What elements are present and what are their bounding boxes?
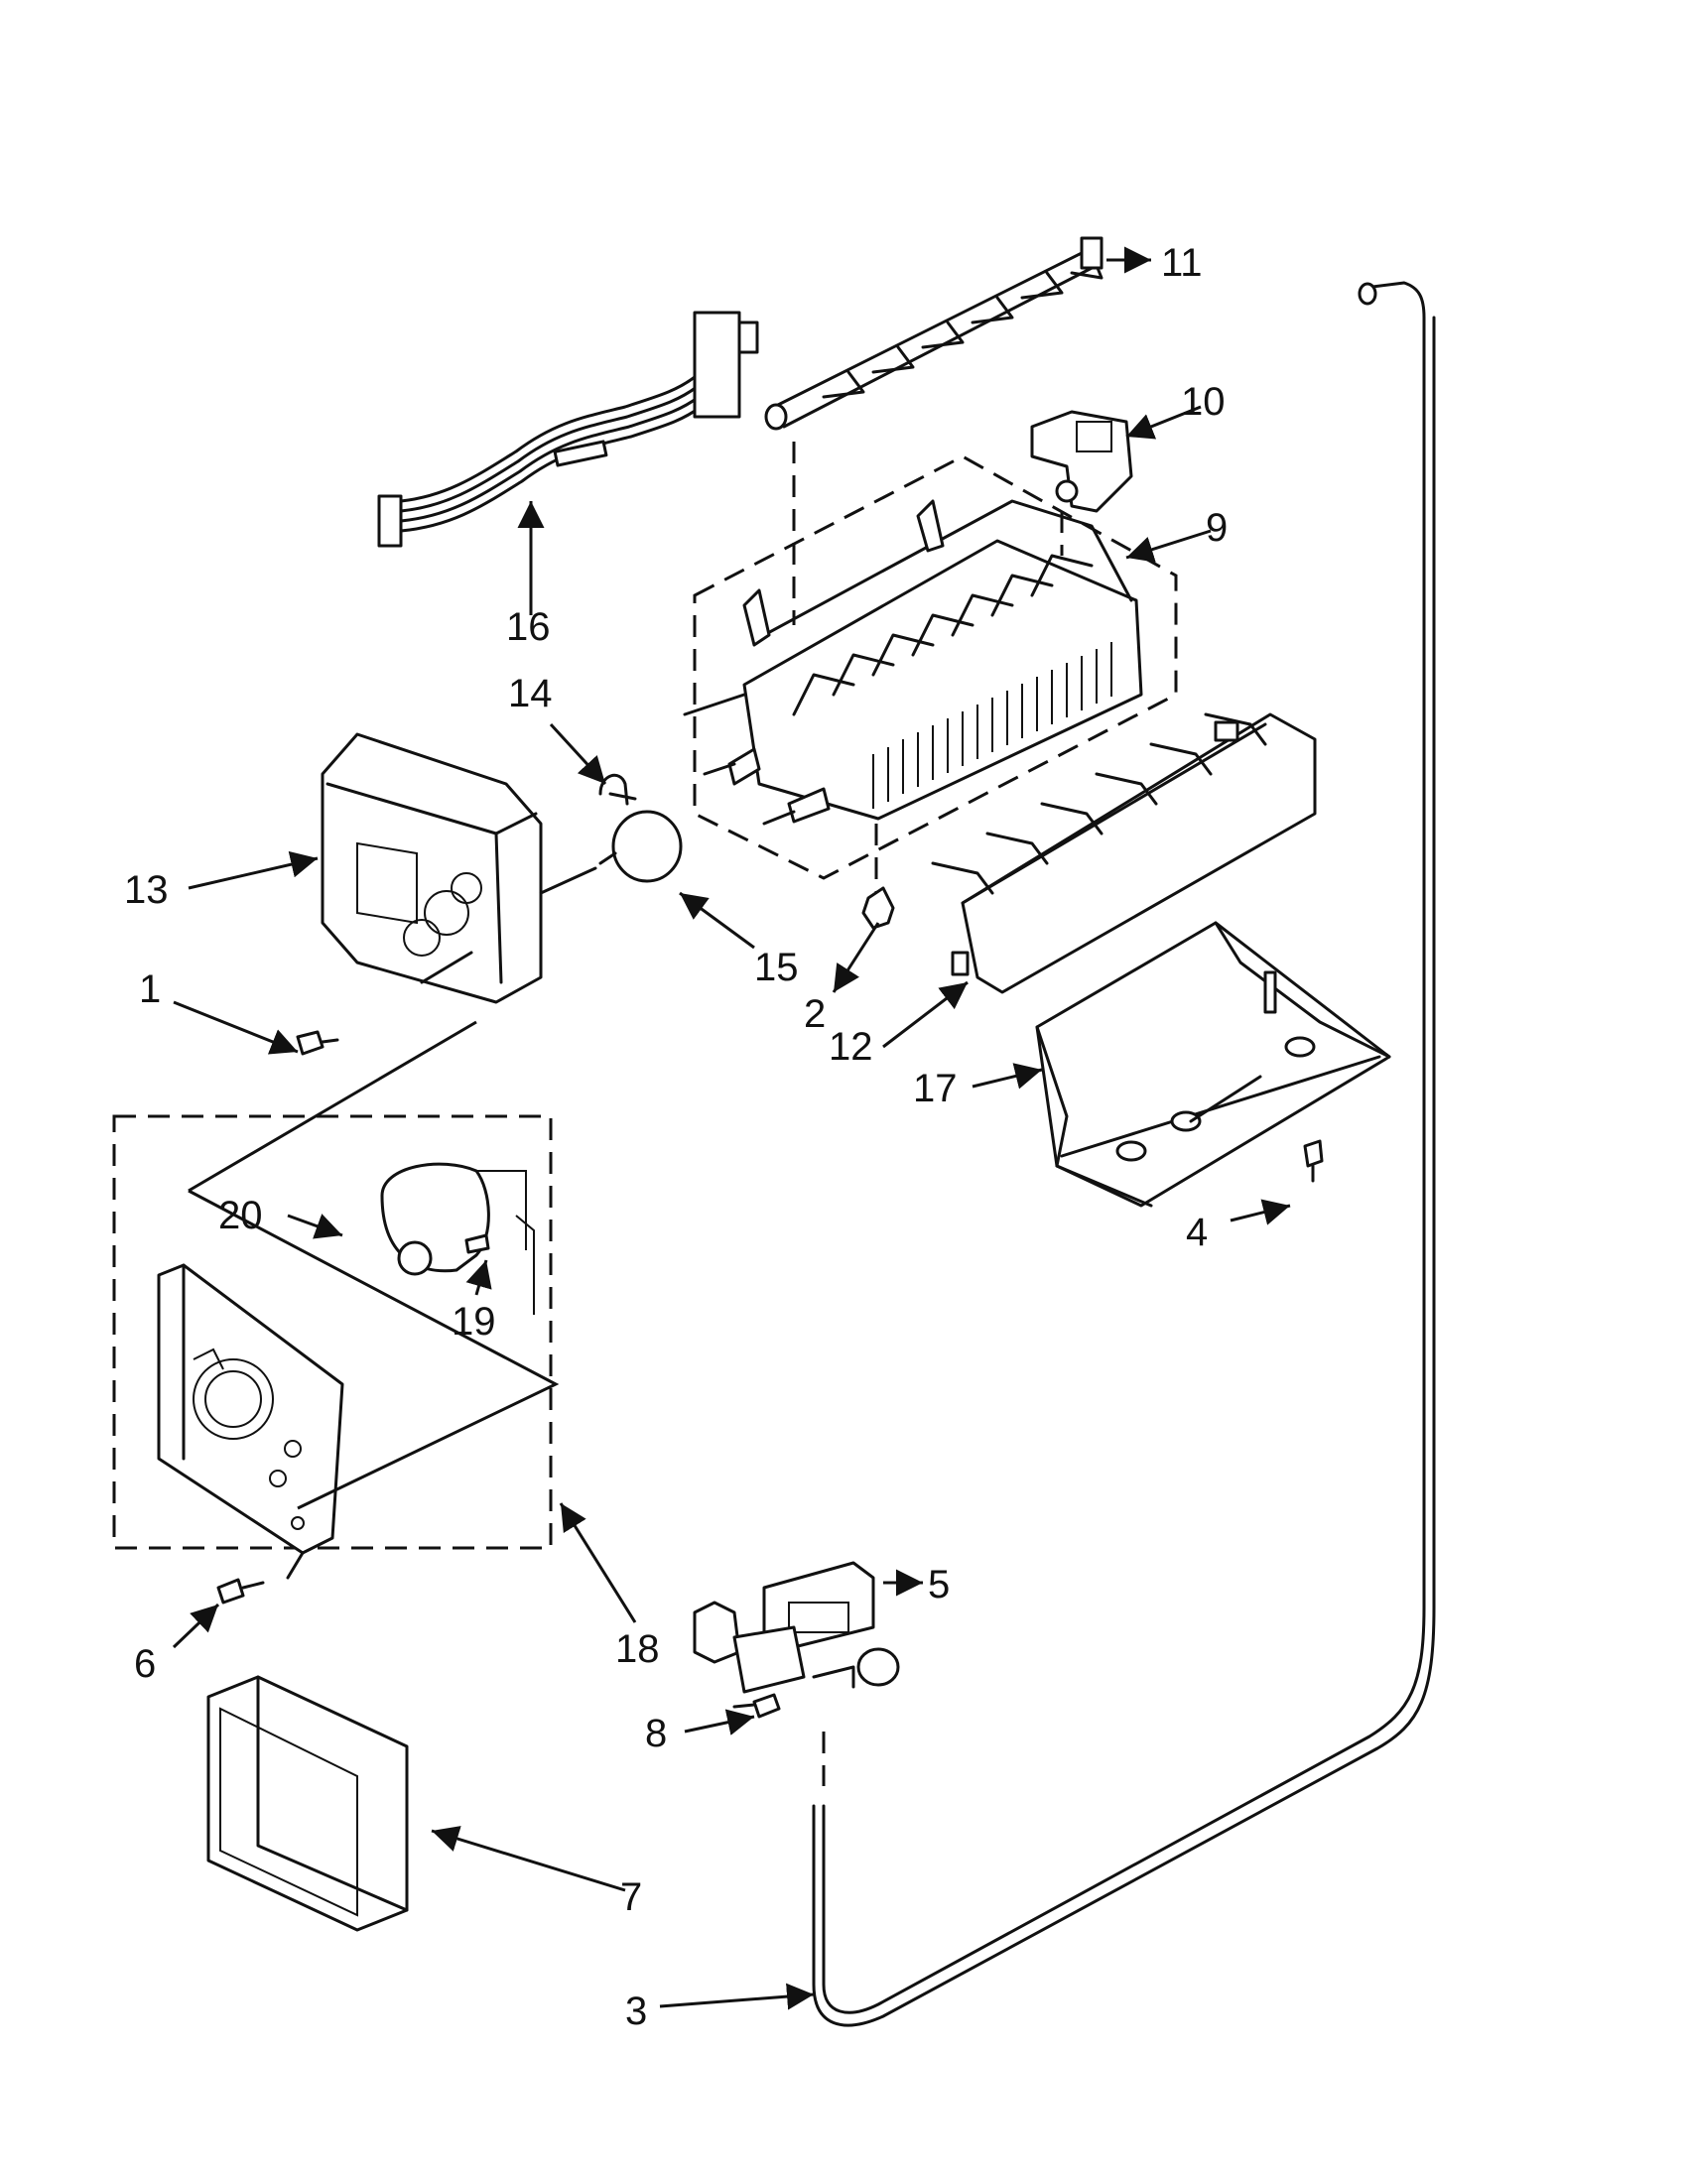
- callout-5: 5: [928, 1563, 950, 1606]
- callout-2: 2: [804, 992, 826, 1036]
- callout-19: 19: [452, 1300, 496, 1344]
- callout-7: 7: [620, 1875, 642, 1919]
- spring-clip-part: [598, 773, 637, 806]
- motor-part: [380, 1162, 535, 1315]
- pin-part: [464, 1233, 490, 1254]
- leader-lines: [172, 246, 1291, 2010]
- callout-20: 20: [218, 1194, 263, 1237]
- callout-1: 1: [139, 967, 161, 1011]
- callout-15: 15: [754, 946, 799, 989]
- callout-8: 8: [645, 1712, 667, 1755]
- mold-and-heater-part: [683, 454, 1178, 880]
- callout-6: 6: [134, 1642, 156, 1686]
- callout-12: 12: [829, 1025, 873, 1069]
- water-tube-part: [812, 281, 1436, 2027]
- screw-part-1: [296, 1030, 339, 1056]
- module-assembly-part: [112, 1114, 553, 1580]
- callout-10: 10: [1181, 380, 1226, 424]
- ice-bin-bracket-part: [1035, 921, 1391, 1208]
- assembly-line: [188, 1020, 477, 1193]
- callout-9: 9: [1206, 506, 1228, 550]
- water-valve-part: [693, 1561, 900, 1694]
- assembly-line: [188, 1189, 560, 1510]
- ice-stripper-part: [931, 712, 1317, 994]
- callout-numbers: 1 2 3 4 5 6 7 8 9 10 11 12 13 14 15 16 1…: [124, 241, 1228, 2033]
- wire-harness-part: [377, 311, 759, 548]
- ejector-shaft-part: [764, 236, 1104, 431]
- screw-part-4: [1303, 1139, 1324, 1183]
- callout-11: 11: [1161, 241, 1203, 285]
- callout-17: 17: [913, 1067, 958, 1110]
- shut-off-arm-bracket-part: [1030, 410, 1133, 513]
- screw-part-6: [216, 1578, 265, 1605]
- callout-16: 16: [506, 605, 551, 649]
- callout-4: 4: [1186, 1211, 1208, 1254]
- callout-14: 14: [508, 672, 553, 715]
- screw-part-8: [732, 1693, 781, 1719]
- callout-13: 13: [124, 868, 169, 912]
- clip-part: [861, 886, 895, 930]
- housing-cover-part: [321, 732, 543, 1004]
- gasket-pad-part: [206, 1675, 409, 1932]
- thermostat-part: [539, 810, 683, 895]
- callout-3: 3: [625, 1990, 647, 2033]
- callout-18: 18: [615, 1627, 660, 1671]
